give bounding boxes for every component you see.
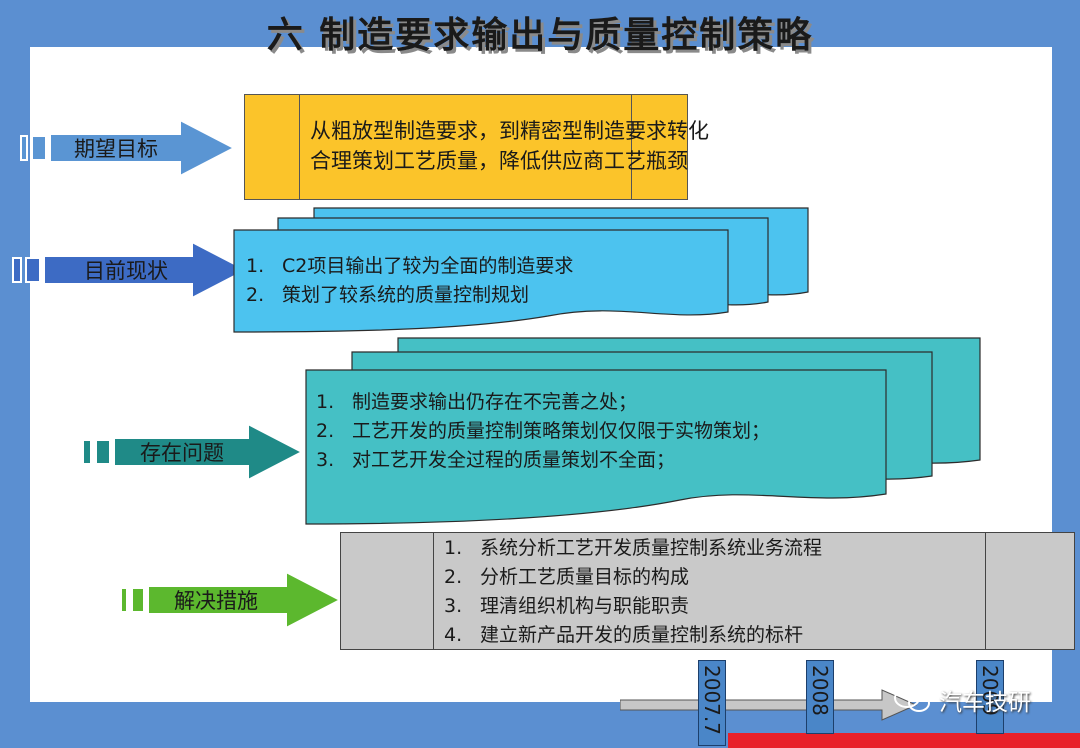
expected-line: 从粗放型制造要求，到精密型制造要求转化 [310, 119, 709, 143]
list-item: 1.系统分析工艺开发质量控制系统业务流程 [444, 537, 823, 559]
arrow-stub [25, 257, 41, 283]
expected-arrow: 期望目标 [50, 120, 236, 176]
list-item: 2.分析工艺质量目标的构成 [444, 566, 690, 588]
expected-label: 期望目标 [74, 137, 158, 161]
expected-text: 从粗放型制造要求，到精密型制造要求转化 合理策划工艺质量，降低供应商工艺瓶颈 [310, 116, 709, 176]
arrow-stub [131, 587, 145, 613]
solutions-arrow-row: 解决措施 [120, 572, 342, 628]
arrow-stub [82, 439, 92, 465]
current-arrow-row: 目前现状 [12, 242, 248, 298]
arrow-stub [31, 135, 47, 161]
list-item: 1.制造要求输出仍存在不完善之处； [316, 391, 638, 413]
arrow-stub [20, 135, 28, 161]
timeline-red-bar [728, 733, 1080, 748]
current-label: 目前现状 [84, 259, 168, 283]
divider [299, 95, 300, 199]
list-item: 4.建立新产品开发的质量控制系统的标杆 [444, 624, 804, 646]
list-item: 1.C2项目输出了较为全面的制造要求 [246, 255, 574, 277]
arrow-stub [120, 587, 128, 613]
solutions-arrow: 解决措施 [148, 572, 342, 628]
divider [985, 533, 986, 649]
current-stack [233, 207, 809, 333]
timeline-marker-2008: 2008 [806, 660, 834, 734]
expected-box [244, 94, 688, 200]
issues-label: 存在问题 [140, 441, 224, 465]
current-arrow: 目前现状 [44, 242, 248, 298]
list-item: 3.理清组织机构与职能职责 [444, 595, 690, 617]
issues-arrow-row: 存在问题 [82, 424, 304, 480]
expected-line: 合理策划工艺质量，降低供应商工艺瓶颈 [310, 149, 688, 173]
wechat-icon [894, 688, 930, 712]
watermark: 汽车技研 [893, 683, 1031, 717]
issues-arrow: 存在问题 [114, 424, 304, 480]
watermark-text: 汽车技研 [939, 690, 1031, 716]
timeline-marker-2007: 2007.7 [698, 660, 726, 746]
issues-list: 1.制造要求输出仍存在不完善之处； 2.工艺开发的质量控制策略策划仅仅限于实物策… [316, 388, 770, 475]
issues-stack [305, 337, 981, 525]
divider [631, 95, 632, 199]
timeline-arrow [620, 689, 918, 721]
list-item: 2.策划了较系统的质量控制规划 [246, 284, 530, 306]
timeline-marker-2009: 2009 [976, 660, 1004, 734]
timeline-label: 2009 [978, 665, 1002, 716]
expected-arrow-row: 期望目标 [20, 120, 236, 176]
current-list: 1.C2项目输出了较为全面的制造要求 2.策划了较系统的质量控制规划 [246, 252, 573, 310]
solutions-box [340, 532, 1075, 650]
arrow-stub [12, 257, 22, 283]
solutions-list: 1.系统分析工艺开发质量控制系统业务流程 2.分析工艺质量目标的构成 3.理清组… [444, 534, 822, 650]
list-item: 2.工艺开发的质量控制策略策划仅仅限于实物策划； [316, 420, 771, 442]
solutions-label: 解决措施 [174, 589, 258, 613]
list-item: 3.对工艺开发全过程的质量策划不全面； [316, 449, 676, 471]
timeline-label: 2007.7 [700, 665, 724, 735]
arrow-stub [95, 439, 111, 465]
timeline-label: 2008 [808, 665, 832, 716]
divider [433, 533, 434, 649]
page-title: 六 制造要求输出与质量控制策略 [266, 15, 814, 56]
